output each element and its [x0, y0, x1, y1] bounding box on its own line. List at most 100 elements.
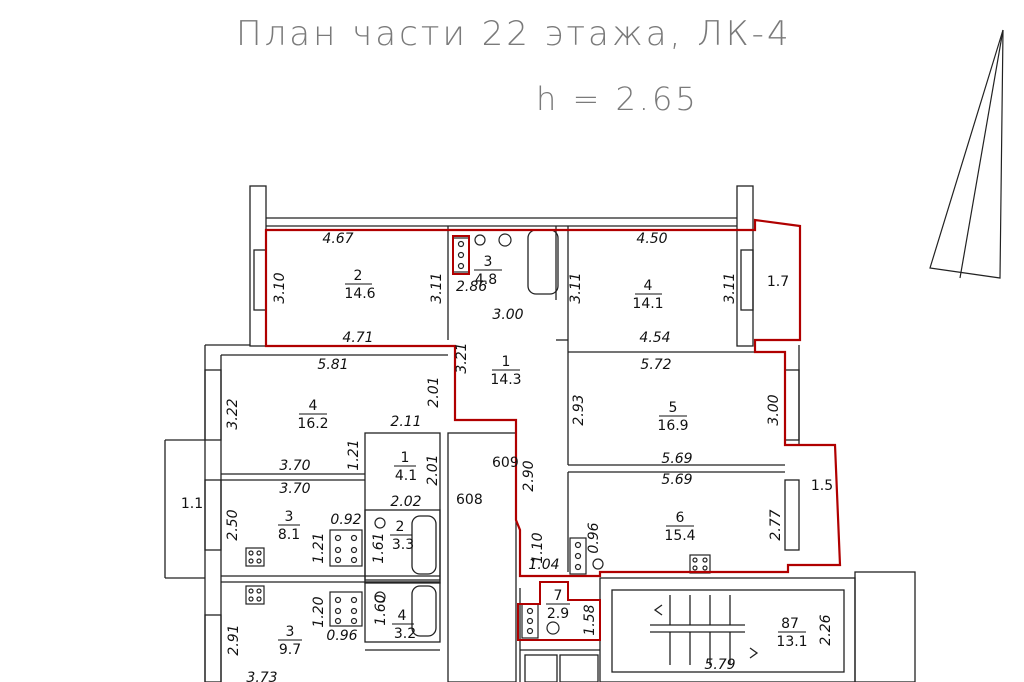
walls: [164, 185, 916, 682]
svg-text:1.61: 1.61: [371, 532, 387, 563]
svg-text:3: 3: [484, 254, 493, 270]
apartment-outline-detail: [517, 581, 601, 641]
svg-text:1.20: 1.20: [311, 596, 327, 627]
svg-text:14.6: 14.6: [344, 286, 375, 302]
svg-text:3.21: 3.21: [454, 342, 470, 373]
balcony-area: 1.1: [181, 496, 203, 512]
room-label: 38.1: [278, 509, 300, 543]
svg-text:1.21: 1.21: [311, 532, 327, 563]
room-label: 72.9: [546, 588, 570, 622]
svg-text:1.21: 1.21: [346, 439, 362, 470]
svg-text:16.9: 16.9: [657, 418, 688, 434]
dimension-labels: 4.67 3.10 3.11 2.86 3.11 4.50 3.11 4.71 …: [225, 231, 834, 682]
svg-text:3.73: 3.73: [246, 670, 277, 682]
svg-text:2.91: 2.91: [226, 624, 242, 655]
svg-text:6: 6: [676, 510, 685, 526]
svg-text:3.11: 3.11: [722, 272, 738, 303]
svg-text:2.01: 2.01: [425, 454, 441, 485]
svg-text:2: 2: [396, 519, 405, 535]
plan-title: План части 22 этажа, ЛК-4: [236, 14, 792, 54]
room-label: 414.1: [632, 278, 663, 312]
svg-text:3.2: 3.2: [394, 626, 416, 642]
apartment-outline-detail: [452, 235, 470, 275]
svg-text:7: 7: [554, 588, 563, 604]
svg-text:1.58: 1.58: [582, 604, 598, 635]
svg-text:8.1: 8.1: [278, 527, 300, 543]
room-label: 39.7: [278, 624, 302, 658]
svg-text:4.67: 4.67: [322, 231, 353, 247]
svg-text:2.77: 2.77: [768, 509, 784, 540]
room-code: 609: [492, 455, 519, 471]
svg-text:4: 4: [398, 608, 407, 624]
room-label: 615.4: [664, 510, 695, 544]
svg-text:3: 3: [285, 509, 294, 525]
apartment-outline: [264, 218, 842, 578]
svg-text:3.11: 3.11: [429, 272, 445, 303]
room-code: 608: [456, 492, 483, 508]
svg-text:4.1: 4.1: [395, 468, 417, 484]
svg-text:2.93: 2.93: [571, 394, 587, 425]
svg-text:2.86: 2.86: [456, 279, 487, 295]
svg-text:0.96: 0.96: [586, 522, 602, 553]
svg-text:5.69: 5.69: [661, 451, 692, 467]
svg-text:4.54: 4.54: [639, 330, 670, 346]
svg-text:3.22: 3.22: [225, 398, 241, 429]
svg-text:15.4: 15.4: [664, 528, 695, 544]
stove-icons: [245, 233, 711, 639]
room-label: 214.6: [344, 268, 375, 302]
room-labels: 214.6 34.8 414.1 114.3 416.2 516.9 14.1 …: [278, 254, 808, 658]
svg-text:1: 1: [401, 450, 410, 466]
room-label: 34.8: [474, 254, 502, 288]
svg-text:3.70: 3.70: [279, 481, 310, 497]
svg-text:2.11: 2.11: [390, 414, 421, 430]
north-arrow-icon: [929, 29, 1004, 279]
svg-text:1.04: 1.04: [528, 557, 559, 573]
svg-text:2.26: 2.26: [818, 614, 834, 645]
svg-text:5.69: 5.69: [661, 472, 692, 488]
svg-text:0.96: 0.96: [326, 628, 357, 644]
svg-text:3.10: 3.10: [272, 272, 288, 303]
svg-text:16.2: 16.2: [297, 416, 328, 432]
svg-text:2: 2: [354, 268, 363, 284]
room-label: 14.1: [394, 450, 417, 484]
balcony-area: 1.5: [811, 478, 833, 494]
svg-text:4.50: 4.50: [636, 231, 667, 247]
svg-text:1: 1: [502, 354, 511, 370]
svg-text:3.11: 3.11: [568, 272, 584, 303]
svg-text:2.90: 2.90: [521, 460, 537, 491]
ceiling-height-label: h = 2.65: [536, 80, 699, 118]
svg-text:5.72: 5.72: [640, 357, 671, 373]
room-label: 114.3: [490, 354, 521, 388]
room-label: 416.2: [297, 398, 328, 432]
svg-text:4.8: 4.8: [475, 272, 497, 288]
svg-text:5: 5: [669, 400, 678, 416]
room-label: 43.2: [392, 608, 416, 642]
svg-text:13.1: 13.1: [776, 634, 807, 650]
svg-text:1.10: 1.10: [530, 532, 546, 563]
svg-text:2.9: 2.9: [547, 606, 569, 622]
room-label: 87 13.1: [776, 616, 807, 650]
svg-text:2.02: 2.02: [390, 494, 421, 510]
balcony-labels: 1.7 1.5 1.1 609 608: [181, 274, 833, 512]
svg-text:3.00: 3.00: [766, 394, 782, 425]
svg-text:4: 4: [309, 398, 318, 414]
svg-text:14.3: 14.3: [490, 372, 521, 388]
svg-text:87: 87: [781, 616, 799, 632]
svg-text:2.50: 2.50: [225, 509, 241, 540]
svg-text:3.70: 3.70: [279, 458, 310, 474]
svg-text:4: 4: [644, 278, 653, 294]
svg-text:3.3: 3.3: [392, 537, 414, 553]
svg-text:9.7: 9.7: [279, 642, 301, 658]
room-label: 23.3: [390, 519, 414, 553]
room-label: 516.9: [657, 400, 688, 434]
svg-text:3: 3: [286, 624, 295, 640]
svg-text:1.60: 1.60: [373, 594, 389, 625]
svg-text:5.79: 5.79: [704, 657, 735, 673]
svg-text:4.71: 4.71: [342, 330, 373, 346]
svg-text:3.00: 3.00: [492, 307, 523, 323]
svg-text:0.92: 0.92: [330, 512, 361, 528]
balcony-area: 1.7: [767, 274, 789, 290]
svg-text:14.1: 14.1: [632, 296, 663, 312]
svg-text:5.81: 5.81: [317, 357, 348, 373]
